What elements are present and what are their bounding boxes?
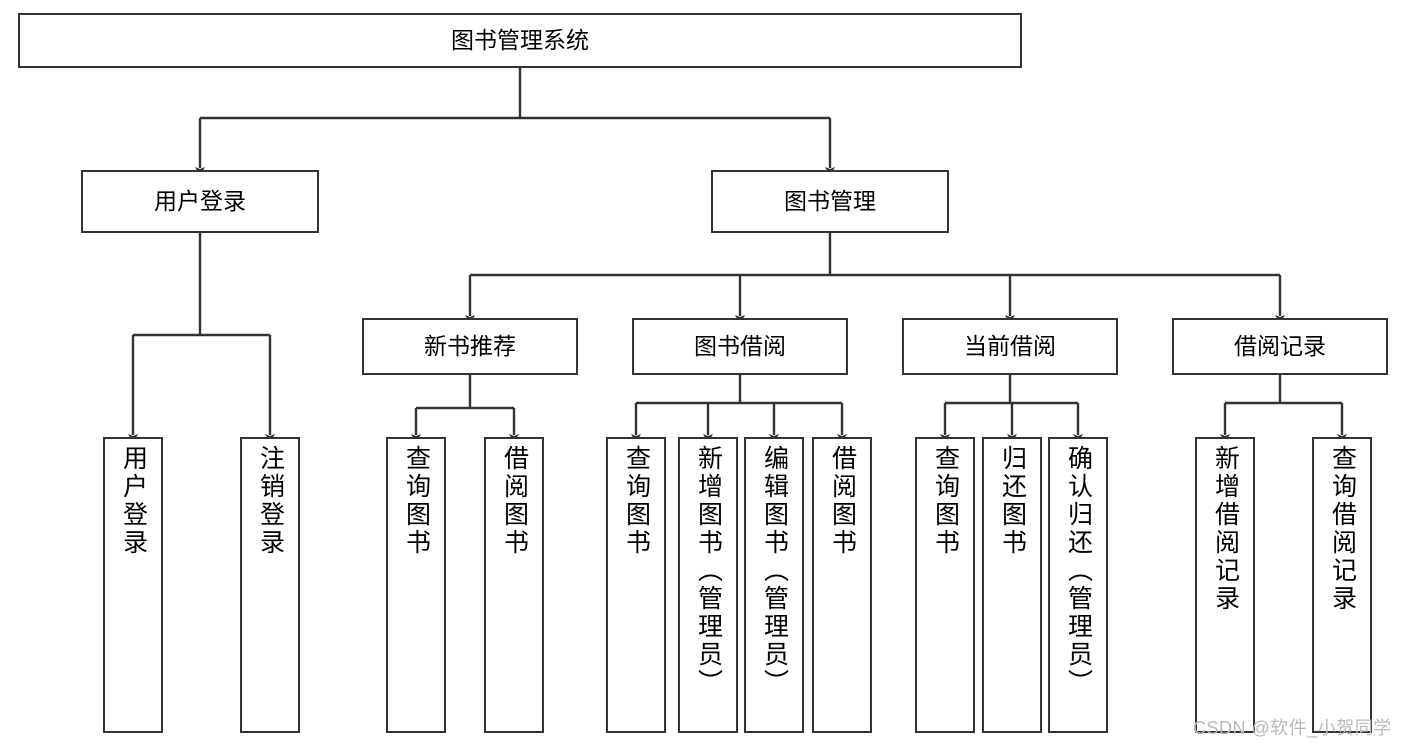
- node-root[interactable]: 图书管理系统: [18, 13, 1022, 68]
- node-leaf-query-book-1[interactable]: 查询图书: [386, 437, 446, 733]
- node-leaf-query-book-2[interactable]: 查询图书: [606, 437, 666, 733]
- connector-lines: [128, 68, 1347, 443]
- node-leaf-borrow-book-1[interactable]: 借阅图书: [484, 437, 544, 733]
- node-leaf-confirm-return-admin[interactable]: 确认归还（管理员）: [1048, 437, 1108, 733]
- node-label-leaf-logout: 注销登录: [256, 445, 285, 557]
- node-l3-new-book-rec[interactable]: 新书推荐: [362, 318, 578, 375]
- node-l3-borrow-record[interactable]: 借阅记录: [1172, 318, 1388, 375]
- node-l2-book-manage[interactable]: 图书管理: [711, 170, 949, 233]
- node-leaf-query-borrow-record[interactable]: 查询借阅记录: [1312, 437, 1372, 733]
- node-label-root: 图书管理系统: [451, 26, 589, 53]
- node-label-leaf-query-book-2: 查询图书: [622, 445, 651, 557]
- node-label-l3-current-borrow: 当前借阅: [964, 332, 1056, 359]
- node-label-l3-new-book-rec: 新书推荐: [424, 332, 516, 359]
- node-leaf-borrow-book-2[interactable]: 借阅图书: [812, 437, 872, 733]
- node-label-l3-borrow-record: 借阅记录: [1234, 332, 1326, 359]
- node-label-leaf-add-book-admin: 新增图书（管理员）: [694, 445, 723, 697]
- node-label-leaf-edit-book-admin: 编辑图书（管理员）: [760, 445, 789, 697]
- node-label-leaf-borrow-book-2: 借阅图书: [828, 445, 857, 557]
- node-label-leaf-query-borrow-record: 查询借阅记录: [1328, 445, 1357, 613]
- node-leaf-logout[interactable]: 注销登录: [240, 437, 300, 733]
- node-label-leaf-query-book-1: 查询图书: [402, 445, 431, 557]
- node-label-l3-book-borrow: 图书借阅: [694, 332, 786, 359]
- csdn-watermark: CSDN @软件_小贺同学: [1193, 718, 1392, 738]
- node-leaf-add-borrow-record[interactable]: 新增借阅记录: [1195, 437, 1255, 733]
- node-label-l2-book-manage: 图书管理: [784, 187, 876, 214]
- node-l2-user-login[interactable]: 用户登录: [81, 170, 319, 233]
- node-label-leaf-confirm-return-admin: 确认归还（管理员）: [1064, 445, 1093, 697]
- node-label-leaf-query-book-3: 查询图书: [931, 445, 960, 557]
- node-l3-current-borrow[interactable]: 当前借阅: [902, 318, 1118, 375]
- node-l3-book-borrow[interactable]: 图书借阅: [632, 318, 848, 375]
- node-label-leaf-return-book: 归还图书: [998, 445, 1027, 557]
- node-leaf-return-book[interactable]: 归还图书: [982, 437, 1042, 733]
- node-leaf-query-book-3[interactable]: 查询图书: [915, 437, 975, 733]
- node-label-leaf-add-borrow-record: 新增借阅记录: [1211, 445, 1240, 613]
- node-leaf-add-book-admin[interactable]: 新增图书（管理员）: [678, 437, 738, 733]
- node-label-leaf-user-login: 用户登录: [119, 445, 148, 557]
- node-leaf-user-login[interactable]: 用户登录: [103, 437, 163, 733]
- node-label-l2-user-login: 用户登录: [154, 187, 246, 214]
- node-leaf-edit-book-admin[interactable]: 编辑图书（管理员）: [744, 437, 804, 733]
- node-label-leaf-borrow-book-1: 借阅图书: [500, 445, 529, 557]
